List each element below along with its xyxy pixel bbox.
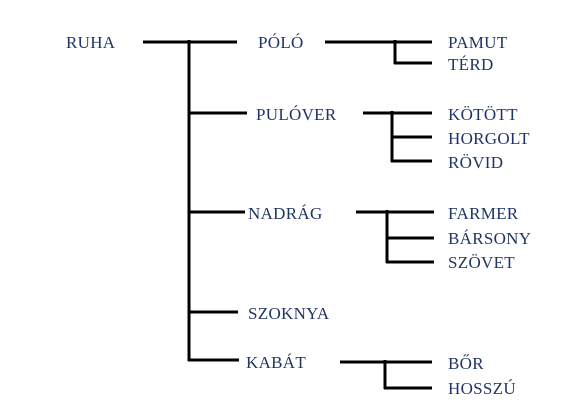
node-category-szoknya: SZOKNYA [248,304,330,323]
node-category-nadrag: NADRÁG [248,204,323,223]
tree-connectors [143,40,434,390]
node-leaf-barsony: BÁRSONY [448,229,531,248]
node-leaf-terd: TÉRD [448,55,494,74]
node-leaf-horgolt: HORGOLT [448,129,530,148]
node-leaf-kototT: KÖTÖTT [448,105,518,124]
node-leaf-pamut: PAMUT [448,33,508,52]
node-category-polo: PÓLÓ [258,33,304,52]
node-leaf-farmer: FARMER [448,204,519,223]
node-leaf-bor: BŐR [448,354,484,373]
tree-labels: RUHA PÓLÓ PAMUT TÉRD PULÓVER KÖTÖTT HORG… [66,33,531,398]
node-leaf-rovid: RÖVID [448,153,503,172]
node-leaf-szovet: SZÖVET [448,253,515,272]
node-root: RUHA [66,33,116,52]
node-category-pulover: PULÓVER [256,105,337,124]
node-category-kabat: KABÁT [246,353,306,372]
node-leaf-hosszu: HOSSZÚ [448,379,516,398]
